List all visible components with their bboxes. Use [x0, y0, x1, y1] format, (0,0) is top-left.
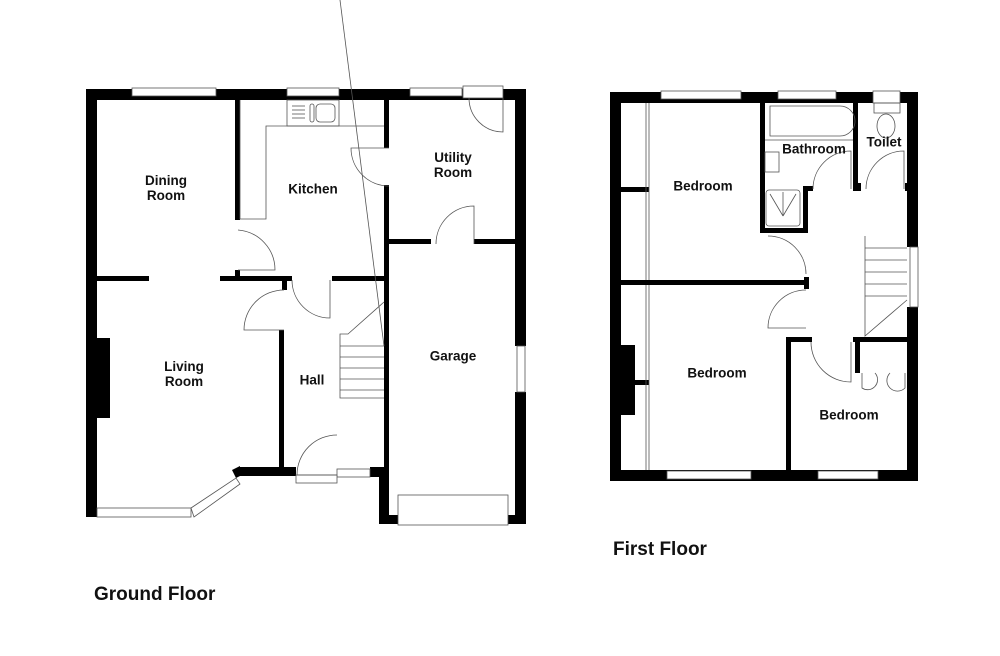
first-floor-title: First Floor: [613, 539, 707, 560]
room-label-toilet: Toilet: [866, 134, 902, 150]
ground-floor-windows: [96, 85, 526, 526]
first-floor-windows: [660, 90, 919, 480]
room-label-kitchen: Kitchen: [288, 181, 338, 197]
ground-floor-fixtures: [237, 0, 504, 476]
first-floor-fixtures: [645, 102, 908, 470]
room-label-living-room: Living Room: [164, 359, 204, 389]
room-label-dining-room: Dining Room: [145, 173, 187, 203]
first-floor-walls: [610, 92, 918, 481]
room-label-utility-room: Utility Room: [433, 150, 473, 180]
room-label-bedroom-3: Bedroom: [819, 407, 879, 423]
room-label-bedroom-2: Bedroom: [687, 365, 747, 381]
room-label-garage: Garage: [429, 348, 477, 364]
ground-floor-title: Ground Floor: [94, 584, 216, 605]
room-label-bathroom: Bathroom: [782, 141, 846, 157]
room-label-bedroom-1: Bedroom: [673, 178, 733, 194]
room-label-hall: Hall: [299, 372, 325, 388]
